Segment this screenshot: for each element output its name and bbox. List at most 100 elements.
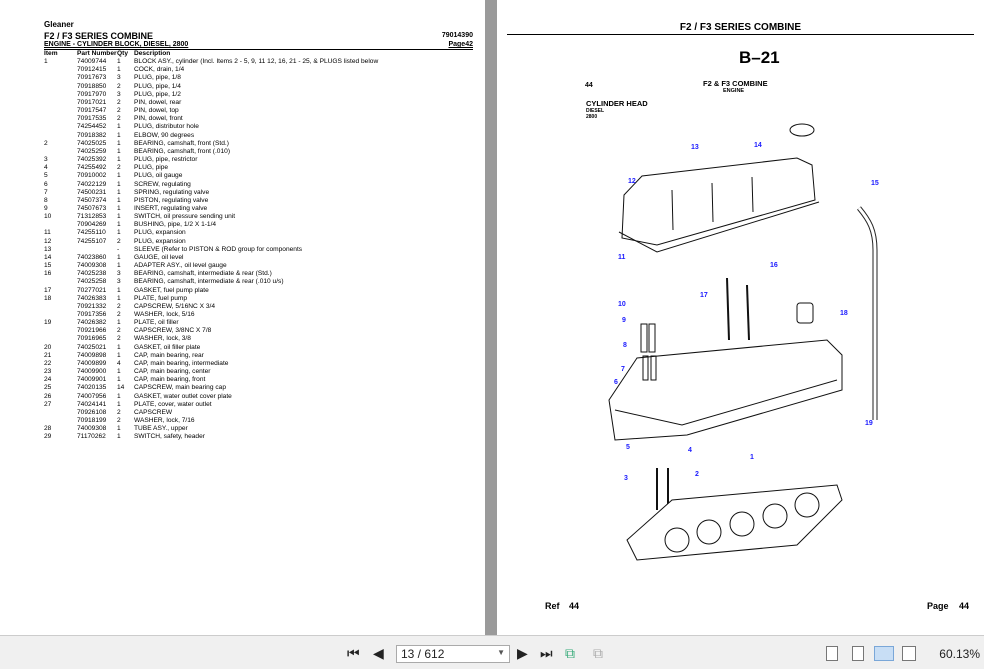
- item-cell: [44, 278, 77, 286]
- item-cell: [44, 409, 77, 417]
- part-number-cell: 74009308: [77, 262, 107, 270]
- qty-cell: 1: [117, 286, 121, 294]
- qty-cell: 2: [117, 115, 121, 123]
- qty-cell: 3: [117, 90, 121, 98]
- left-page: Gleaner F2 / F3 SERIES COMBINE 79014390 …: [0, 0, 485, 635]
- part-number-cell: 70910002: [77, 172, 107, 180]
- description-cell: COCK, drain, 1/4: [134, 66, 185, 74]
- cylinder-head: [608, 339, 843, 441]
- item-cell: 12: [44, 237, 52, 245]
- description-cell: PIN, dowel, top: [134, 107, 179, 115]
- description-cell: PLUG, pipe, 1/4: [134, 82, 181, 90]
- item-cell: 24: [44, 376, 52, 384]
- series-title: F2 / F3 SERIES COMBINE: [44, 31, 154, 41]
- description-cell: PLUG, oil gauge: [134, 172, 183, 180]
- first-page-button[interactable]: ⏮: [347, 645, 360, 661]
- qty-cell: 2: [117, 107, 121, 115]
- part-number-cell: 74500231: [77, 188, 107, 196]
- qty-cell: 1: [117, 188, 121, 196]
- last-page-button[interactable]: ⏭: [540, 645, 553, 661]
- zoom-level[interactable]: 60.13%: [939, 647, 980, 661]
- qty-cell: 1: [117, 123, 121, 131]
- item-cell: 26: [44, 392, 52, 400]
- part-number-cell: 74025259: [77, 147, 107, 155]
- callout-label: 2: [695, 471, 699, 478]
- qty-cell: 2: [117, 311, 121, 318]
- combine-label: F2 & F3 COMBINE: [703, 79, 768, 88]
- description-cell: SWITCH, safety, header: [134, 433, 205, 441]
- description-cell: WASHER, lock, 5/16: [134, 311, 195, 318]
- item-cell: [44, 303, 77, 311]
- table-header: Item Part Number Qty Description: [44, 50, 378, 58]
- prev-page-button[interactable]: ◀: [373, 645, 384, 661]
- rotate-forward-icon[interactable]: ⧉: [593, 645, 603, 661]
- qty-cell: 1: [117, 196, 121, 204]
- description-cell: CAPSCREW: [134, 408, 173, 416]
- footer-page-label: Page: [927, 601, 949, 611]
- two-page-view-icon[interactable]: [874, 646, 894, 661]
- plate-number: B–21: [739, 48, 780, 67]
- part-number-cell: 74020135: [77, 384, 107, 392]
- next-page-button[interactable]: ▶: [517, 645, 528, 661]
- callout-label: 10: [618, 301, 626, 308]
- part-number-cell: 71312853: [77, 213, 107, 221]
- two-page-continuous-view-icon[interactable]: [902, 646, 916, 661]
- qty-cell: 1: [117, 139, 121, 147]
- part-number-cell: 70916965: [77, 335, 107, 343]
- description-cell: CAPSCREW, 5/16NC X 3/4: [134, 302, 215, 310]
- callout-label: 12: [628, 178, 636, 185]
- rotate-back-icon[interactable]: ⧉: [565, 645, 575, 661]
- item-cell: 22: [44, 359, 52, 367]
- part-number-cell: 70912415: [77, 66, 107, 74]
- description-cell: SCREW, regulating: [134, 180, 191, 188]
- qty-cell: 2: [117, 417, 121, 425]
- part-number-cell: 74025025: [77, 139, 107, 147]
- item-cell: [44, 107, 77, 115]
- continuous-view-icon[interactable]: [852, 646, 864, 661]
- footer-ref: 44: [569, 601, 580, 611]
- chevron-down-icon[interactable]: ▼: [497, 648, 505, 657]
- qty-cell: 1: [117, 172, 121, 180]
- qty-cell: 1: [117, 400, 121, 408]
- item-cell: [44, 74, 77, 82]
- description-cell: PLATE, oil filler: [134, 319, 179, 327]
- item-cell: [44, 83, 77, 91]
- part-number-cell: 74254452: [77, 123, 107, 131]
- head-gasket: [626, 484, 843, 561]
- single-page-view-icon[interactable]: [826, 646, 838, 661]
- part-number-cell: 70917021: [77, 98, 107, 106]
- part-number-cell: 70921966: [77, 327, 107, 335]
- part-number-cell: 70917535: [77, 115, 107, 123]
- qty-cell: 1: [117, 262, 121, 270]
- callout-label: 9: [622, 317, 626, 324]
- part-number-cell: 74255107: [77, 237, 107, 245]
- part-number-cell: 71170262: [77, 433, 106, 441]
- qty-cell: 2: [117, 98, 121, 106]
- part-number-cell: 70917673: [77, 74, 107, 82]
- item-cell: [44, 311, 77, 319]
- qty-cell: 1: [117, 147, 121, 155]
- description-cell: PLUG, pipe: [134, 164, 169, 172]
- description-cell: BEARING, camshaft, intermediate & rear (…: [134, 278, 284, 286]
- description-cell: BEARING, camshaft, intermediate & rear (…: [134, 270, 272, 278]
- item-cell: 3: [44, 156, 48, 164]
- callout-label: 16: [770, 262, 778, 269]
- page-number-field[interactable]: 13 / 612 ▼: [396, 645, 510, 663]
- item-cell: 15: [44, 262, 52, 270]
- description-cell: BLOCK ASY., cylinder (Incl. Items 2 - 5,…: [134, 58, 379, 66]
- part-sub: DIESEL: [586, 108, 605, 114]
